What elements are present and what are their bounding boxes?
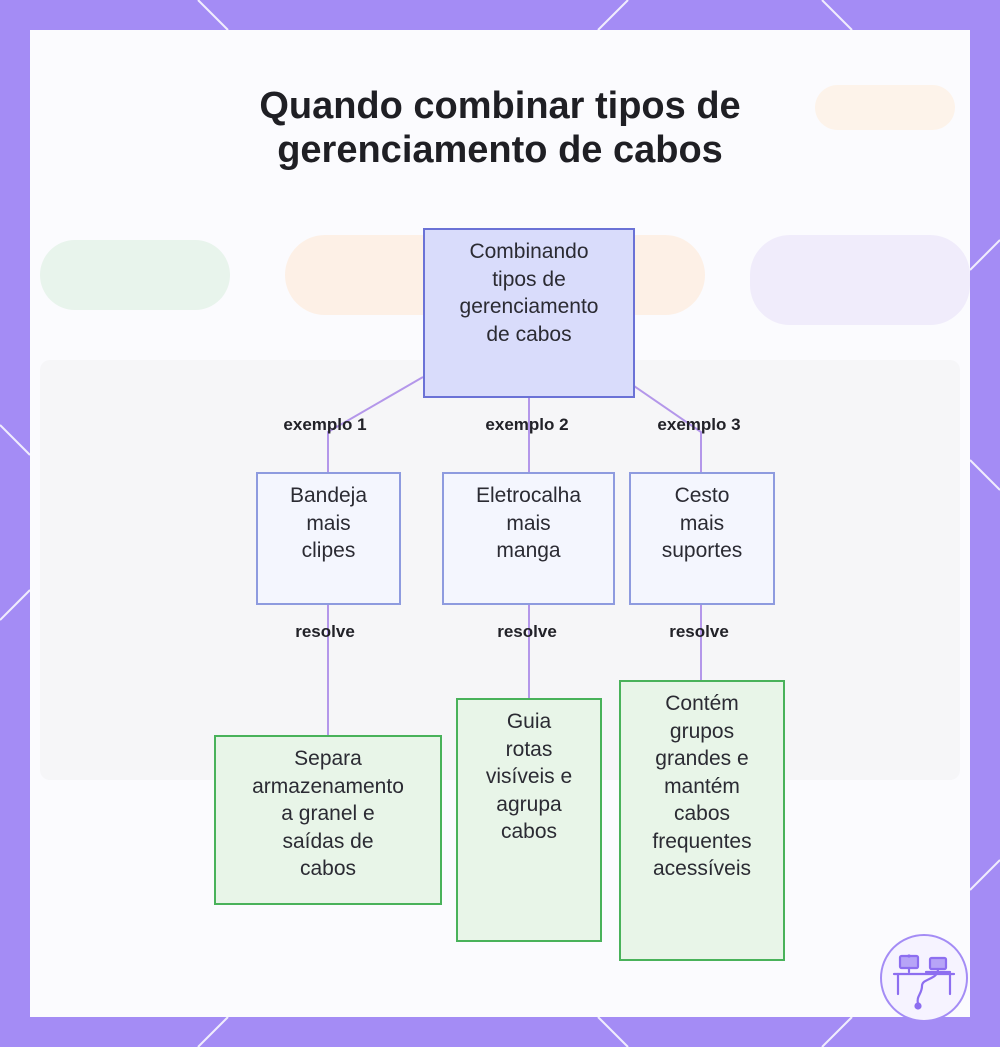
result-node-3: Contém grupos grandes e mantém cabos fre… [619, 680, 785, 961]
method-node-2: Eletrocalha mais manga [442, 472, 615, 605]
background-blob [40, 240, 230, 310]
result-node-line: grandes e [655, 747, 749, 770]
background-blob [750, 235, 970, 325]
result-node-line: rotas [505, 737, 553, 761]
method-node-line: mais [679, 511, 725, 535]
method-node-3: Cesto mais suportes [629, 472, 775, 605]
result-node-line: a granel e [281, 802, 375, 825]
edge-label-example-3: exemplo 3 [657, 415, 741, 434]
result-node-line: Contém [665, 692, 739, 715]
method-node-line: mais [306, 511, 351, 535]
edge-label-resolve-3: resolve [669, 622, 729, 641]
edge-label-example-2: exemplo 2 [485, 415, 569, 434]
edge-root-to-method-3 [633, 385, 702, 472]
edge-root-to-method-1 [327, 376, 424, 472]
result-node-line: Separa [294, 747, 362, 770]
title-line-1: Quando combinar tipos de [259, 85, 741, 127]
result-node-line: mantém [664, 774, 740, 798]
result-node-line: Guia [506, 710, 552, 733]
root-node-line: gerenciamento [459, 295, 599, 318]
result-node-2: Guia rotas visíveis e agrupa cabos [456, 698, 602, 942]
method-node-1: Bandeja mais clipes [256, 472, 401, 605]
result-node-line: saídas de [282, 829, 374, 853]
method-node-line: Eletrocalha [475, 484, 582, 507]
result-node-line: armazenamento [252, 774, 404, 798]
method-node-line: clipes [301, 539, 356, 562]
edge-label-resolve-1: resolve [295, 622, 355, 641]
method-node-line: manga [496, 539, 561, 562]
result-node-line: cabos [500, 820, 558, 843]
method-node-line: Bandeja [289, 484, 368, 507]
result-node-line: cabos [673, 802, 731, 825]
result-node-line: grupos [669, 719, 735, 743]
result-node-line: agrupa [496, 792, 562, 816]
root-node-line: tipos de [492, 267, 566, 291]
result-node-1: Separa armazenamento a granel e saídas d… [214, 735, 442, 905]
root-node: Combinando tipos de gerenciamento de cab… [423, 228, 635, 398]
edge-label-example-1: exemplo 1 [283, 415, 367, 434]
method-node-line: suportes [661, 539, 743, 562]
result-node-line: visíveis e [485, 765, 573, 788]
root-node-line: Combinando [469, 240, 589, 263]
background-blob [815, 85, 955, 130]
root-node-line: de cabos [486, 322, 572, 346]
method-node-line: Cesto [674, 484, 730, 507]
result-node-line: cabos [299, 857, 357, 880]
result-node-line: frequentes [652, 829, 752, 853]
page-title: Quando combinar tipos de gerenciamento d… [0, 84, 1000, 172]
edge-label-resolve-2: resolve [497, 622, 557, 641]
result-node-line: acessíveis [652, 857, 752, 880]
desk-cable-logo-icon [880, 934, 968, 1022]
title-line-2: gerenciamento de cabos [277, 129, 723, 171]
method-node-line: mais [506, 511, 551, 535]
